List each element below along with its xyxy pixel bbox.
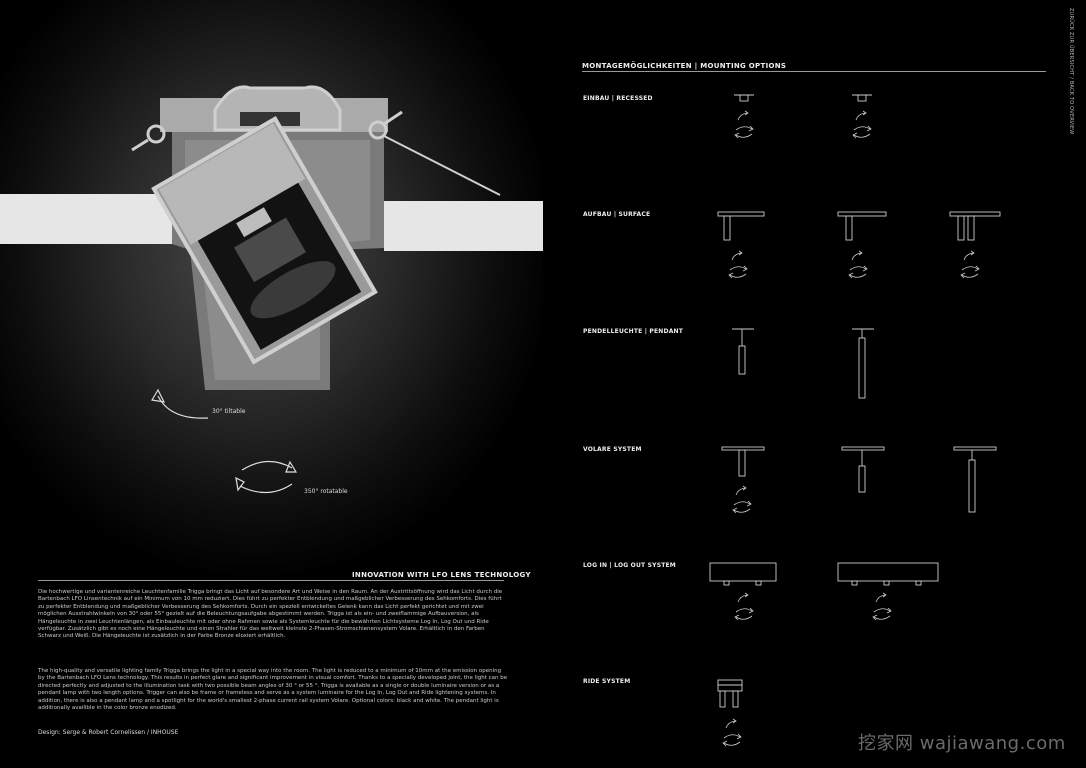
row-label-pendant: PENDELLEUCHTE | PENDANT: [583, 328, 684, 335]
mounting-options-heading: MONTAGEMÖGLICHKEITEN | MOUNTING OPTIONS: [582, 62, 787, 70]
row-label-ride: RIDE SYSTEM: [583, 678, 631, 685]
led-module: [234, 217, 306, 283]
rotate-arrow-top-head: [285, 460, 298, 473]
design-credit: Design: Serge & Robert Cornelissen / INH…: [38, 729, 179, 736]
innovation-heading: INNOVATION WITH LFO LENS TECHNOLOGY: [352, 571, 531, 579]
rotate-arrow-bottom: [239, 483, 293, 494]
rotate-arrow-bottom-head: [235, 476, 245, 492]
heading-divider: [582, 71, 1046, 72]
spring-wire: [383, 135, 501, 196]
right-page-background: [543, 0, 1086, 768]
watermark: 挖家网 wajiawang.com: [858, 733, 1066, 754]
german-description: Die hochwertige und variantenreiche Leuc…: [38, 589, 503, 640]
ceiling-panel-right: [384, 201, 543, 251]
row-label-volare: VOLARE SYSTEM: [583, 446, 642, 453]
back-to-overview-label: ZURÜCK ZUR ÜBERSICHT / BACK TO OVERVIEW: [1068, 8, 1074, 135]
lens: [250, 261, 336, 319]
spring-right: [368, 120, 388, 140]
back-to-overview-link[interactable]: ZURÜCK ZUR ÜBERSICHT / BACK TO OVERVIEW: [1065, 8, 1075, 134]
tilt-arrow-head: [151, 388, 166, 403]
spring-left-arm: [131, 138, 149, 152]
lamp-head: [151, 115, 378, 365]
rotate-caption: 350° rotatable: [304, 488, 348, 495]
english-description: The high-quality and versatile lighting …: [38, 668, 508, 712]
bracket-slot: [240, 112, 300, 126]
innovation-divider: [38, 580, 504, 581]
tilt-caption: 30° tiltable: [212, 408, 246, 415]
row-label-login: LOG IN | LOG OUT SYSTEM: [583, 562, 676, 569]
row-label-surface: AUFBAU | SURFACE: [583, 211, 651, 218]
lamp-head-top: [158, 123, 306, 245]
lens-clip: [236, 207, 272, 238]
spring-right-arm: [383, 110, 403, 126]
rotate-arrow-top: [241, 460, 293, 471]
spring-left: [146, 124, 166, 144]
luminaire-cross-section: [0, 85, 543, 494]
row-label-recessed: EINBAU | RECESSED: [583, 95, 653, 102]
ceiling-panel-left: [0, 194, 188, 244]
tilt-arrow: [157, 395, 209, 419]
